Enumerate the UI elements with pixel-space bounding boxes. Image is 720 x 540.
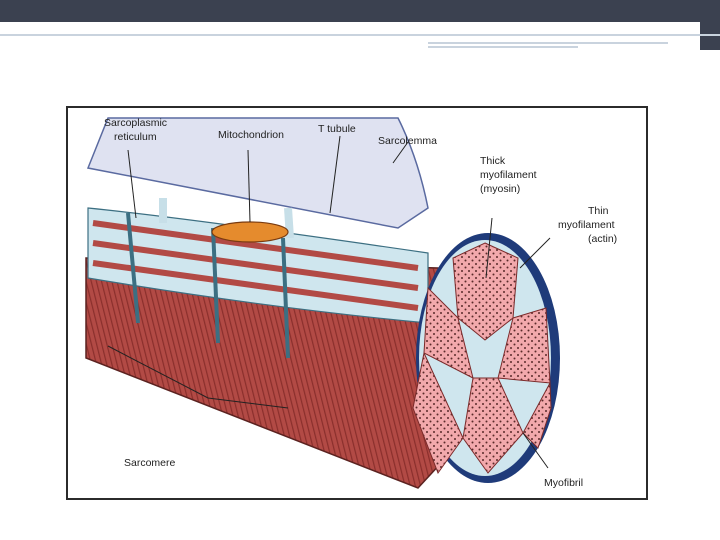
label-t-tubule: T tubule	[318, 123, 356, 135]
header-rule-2	[428, 42, 668, 44]
header-accent	[700, 0, 720, 50]
figure-frame: Sarcoplasmic reticulum Mitochondrion T t…	[66, 106, 648, 500]
label-thin-line2: myofilament	[558, 219, 615, 231]
label-myofibril: Myofibril	[544, 477, 583, 489]
label-sarcoplasmic-line1: Sarcoplasmic	[104, 117, 167, 129]
header-rule-3	[428, 46, 578, 48]
label-thick-line3: (myosin)	[480, 183, 520, 195]
label-thick-line1: Thick	[480, 155, 506, 167]
label-thin-line1: Thin	[588, 205, 609, 217]
muscle-fiber-diagram: Sarcoplasmic reticulum Mitochondrion T t…	[68, 108, 646, 498]
header-bar	[0, 0, 720, 22]
label-thin-line3: (actin)	[588, 233, 617, 245]
label-mitochondrion: Mitochondrion	[218, 129, 284, 141]
mitochondrion-organelle	[212, 222, 288, 242]
label-sarcolemma: Sarcolemma	[378, 135, 437, 147]
label-thick-line2: myofilament	[480, 169, 537, 181]
label-sarcomere: Sarcomere	[124, 457, 176, 469]
header-rule-1	[0, 34, 720, 36]
label-sarcoplasmic-line2: reticulum	[114, 131, 157, 143]
